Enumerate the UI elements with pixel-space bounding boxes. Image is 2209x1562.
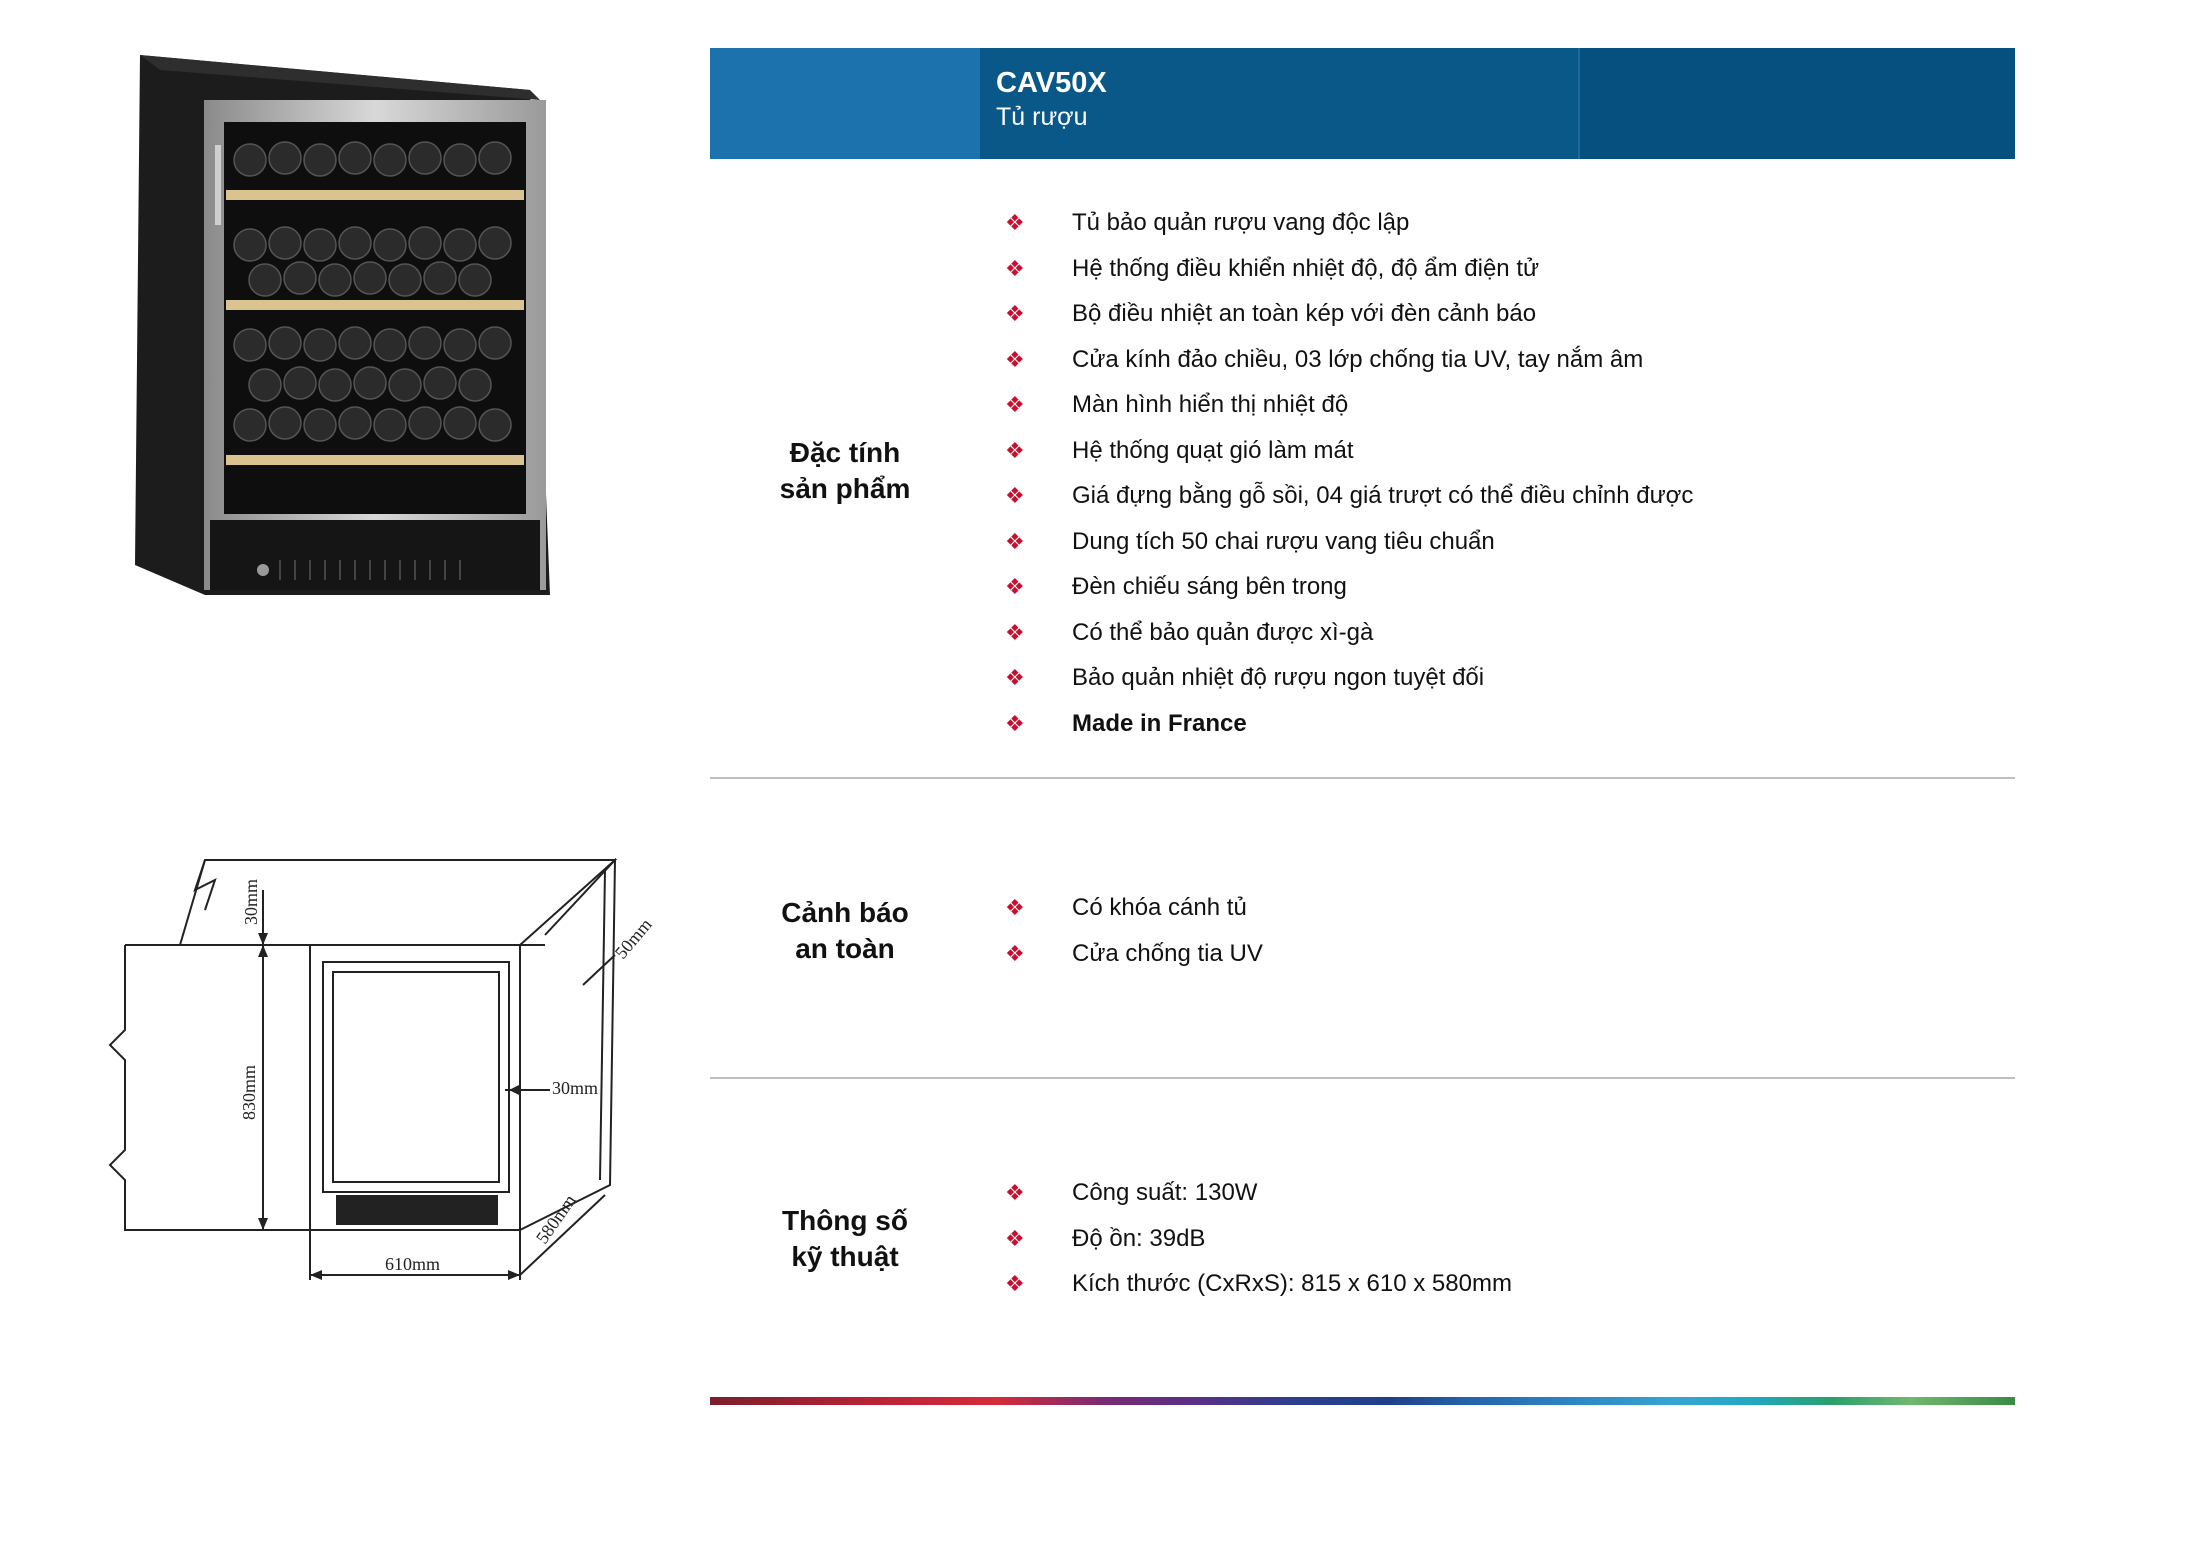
diamond-bullet-icon: ❖: [1005, 1225, 1025, 1251]
list-item: ❖Dung tích 50 chai rượu vang tiêu chuẩn: [1005, 519, 1693, 565]
header-bar: CAV50X Tủ rượu: [710, 48, 2015, 159]
list-item: ❖Màn hình hiển thị nhiệt độ: [1005, 382, 1693, 428]
footer-color-stripe: [710, 1397, 2015, 1405]
list-item: ❖Hệ thống điều khiển nhiệt độ, độ ẩm điệ…: [1005, 246, 1693, 292]
list-item: ❖Độ ồn: 39dB: [1005, 1216, 1512, 1262]
header-right-block: [1580, 48, 2015, 159]
dim-back-label: 50mm: [611, 914, 656, 962]
diamond-bullet-icon: ❖: [1005, 1271, 1025, 1296]
list-item: ❖Tủ bảo quản rượu vang độc lập: [1005, 200, 1693, 246]
safety-section-title: Cảnh báo an toàn: [735, 895, 955, 967]
list-item: ❖Công suất: 130W: [1005, 1170, 1512, 1216]
features-section-title: Đặc tính sản phẩm: [735, 435, 955, 507]
product-code: CAV50X: [996, 67, 1107, 99]
safety-title-line2: an toàn: [795, 933, 895, 964]
diamond-bullet-icon: ❖: [1005, 895, 1025, 920]
dim-top-label: 30mm: [241, 879, 261, 925]
diamond-bullet-icon: ❖: [1005, 301, 1025, 326]
specs-list: ❖Công suất: 130W ❖Độ ồn: 39dB ❖Kích thướ…: [1005, 1170, 1512, 1307]
list-item: ❖Giá đựng bằng gỗ sồi, 04 giá trượt có t…: [1005, 473, 1693, 519]
diamond-bullet-icon: ❖: [1005, 255, 1025, 281]
features-title-line1: Đặc tính: [789, 437, 901, 468]
safety-title-line1: Cảnh báo: [781, 897, 909, 928]
diamond-bullet-icon: ❖: [1005, 710, 1025, 736]
list-item: ❖Có thể bảo quản được xì-gà: [1005, 610, 1693, 656]
header-left-block: [710, 48, 980, 159]
dim-width-label: 610mm: [385, 1254, 440, 1274]
diamond-bullet-icon: ❖: [1005, 483, 1025, 508]
list-item: ❖Bộ điều nhiệt an toàn kép với đèn cảnh …: [1005, 291, 1693, 337]
diamond-bullet-icon: ❖: [1005, 437, 1025, 463]
diamond-bullet-icon: ❖: [1005, 210, 1025, 235]
diamond-bullet-icon: ❖: [1005, 619, 1025, 645]
list-item: ❖Made in France: [1005, 701, 1693, 747]
list-item: ❖Cửa kính đảo chiều, 03 lớp chống tia UV…: [1005, 337, 1693, 383]
section-divider: [710, 1077, 2015, 1079]
list-item: ❖Có khóa cánh tủ: [1005, 885, 1263, 931]
diamond-bullet-icon: ❖: [1005, 665, 1025, 690]
dimension-drawing: 30mm 830mm 30mm 610mm 580mm 50mm: [108, 857, 656, 1280]
dim-side-label: 30mm: [552, 1078, 598, 1098]
specs-title-line2: kỹ thuật: [791, 1241, 899, 1272]
list-item: ❖Bảo quản nhiệt độ rượu ngon tuyệt đối: [1005, 655, 1693, 701]
diamond-bullet-icon: ❖: [1005, 392, 1025, 417]
diamond-bullet-icon: ❖: [1005, 1180, 1025, 1205]
list-item: ❖Đèn chiếu sáng bên trong: [1005, 564, 1693, 610]
diamond-bullet-icon: ❖: [1005, 346, 1025, 372]
features-title-line2: sản phẩm: [779, 473, 911, 504]
product-type: Tủ rượu: [996, 103, 1088, 131]
diamond-bullet-icon: ❖: [1005, 528, 1025, 554]
specs-title-line1: Thông số: [782, 1205, 908, 1236]
list-item: ❖Hệ thống quạt gió làm mát: [1005, 428, 1693, 474]
dim-height-label: 830mm: [239, 1065, 259, 1120]
features-list: ❖Tủ bảo quản rượu vang độc lập ❖Hệ thống…: [1005, 200, 1693, 746]
diamond-bullet-icon: ❖: [1005, 940, 1025, 966]
dim-depth-label: 580mm: [532, 1191, 580, 1248]
list-item: ❖Kích thước (CxRxS): 815 x 610 x 580mm: [1005, 1261, 1512, 1307]
list-item: ❖Cửa chống tia UV: [1005, 931, 1263, 977]
section-divider: [710, 777, 2015, 779]
diamond-bullet-icon: ❖: [1005, 574, 1025, 599]
wine-cabinet-photo: [135, 55, 550, 595]
specs-section-title: Thông số kỹ thuật: [735, 1203, 955, 1275]
safety-list: ❖Có khóa cánh tủ ❖Cửa chống tia UV: [1005, 885, 1263, 976]
header-title-block: CAV50X Tủ rượu: [980, 48, 1580, 159]
